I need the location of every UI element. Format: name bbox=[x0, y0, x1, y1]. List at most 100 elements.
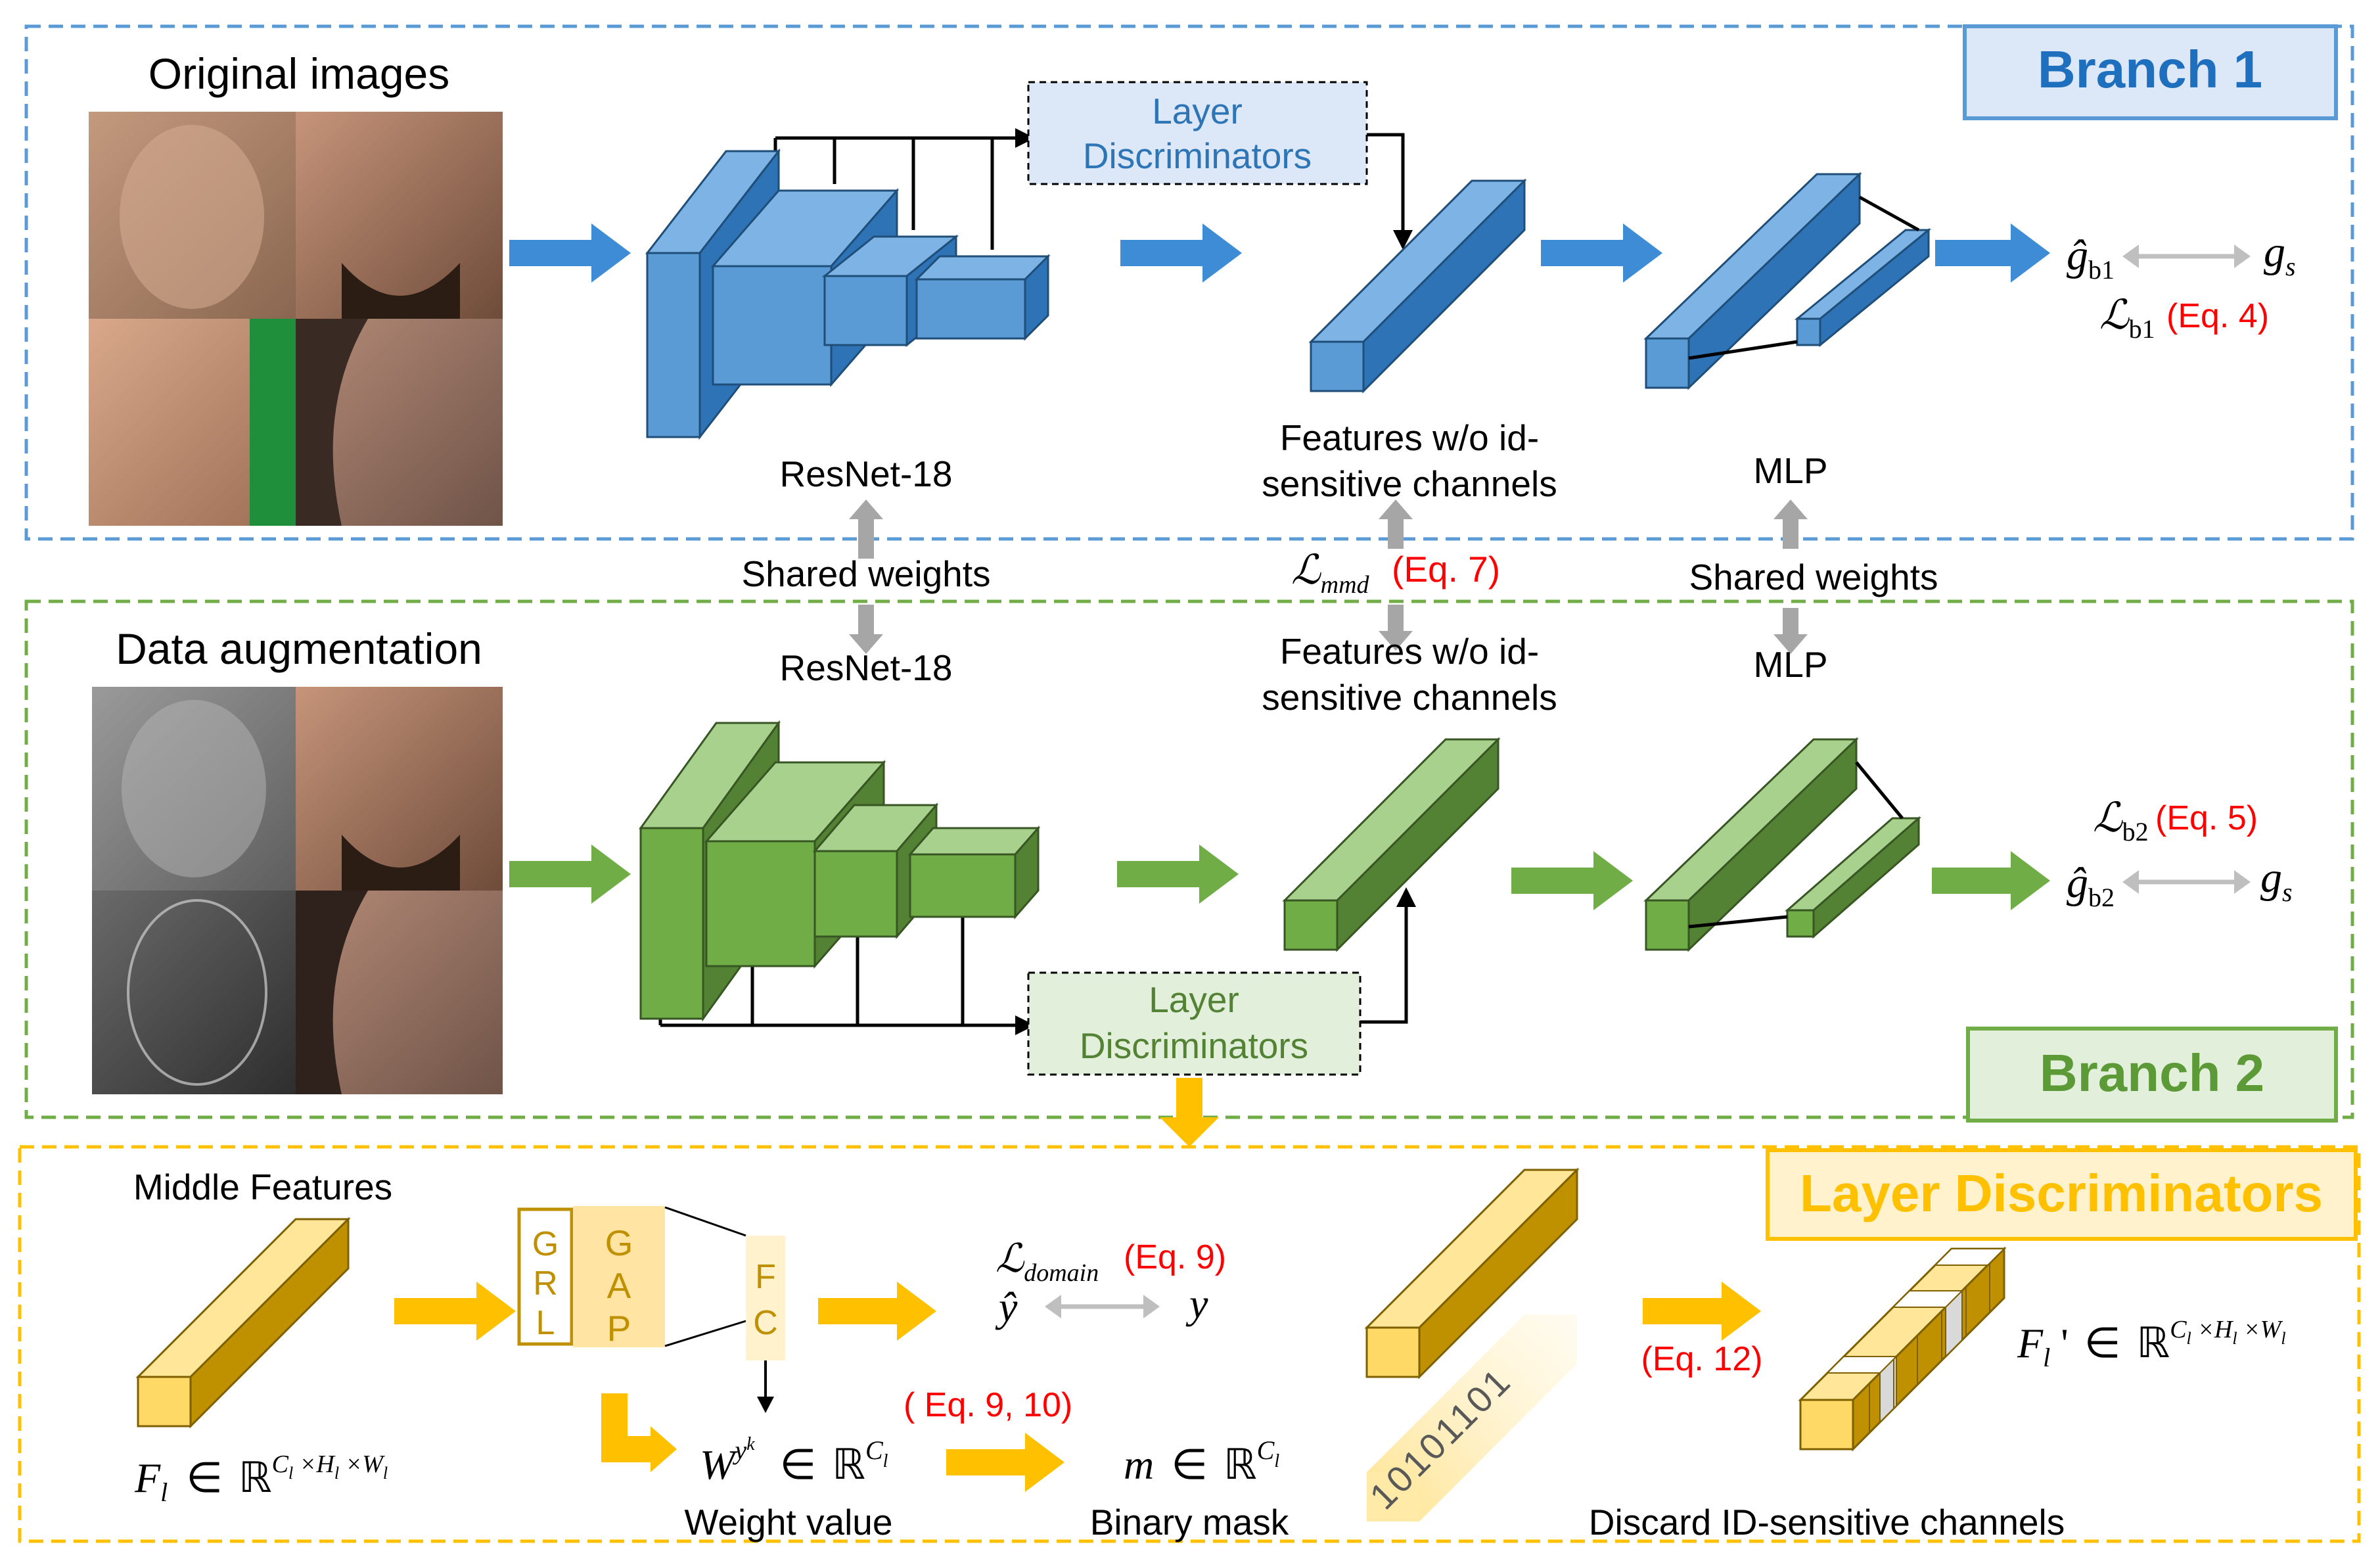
branch2-images-label: Data augmentation bbox=[116, 624, 482, 673]
loss-sub: b2 bbox=[2122, 817, 2149, 847]
discard-arrow: (Eq. 12) bbox=[1641, 1282, 1762, 1378]
flp-exp-mid1: ×H bbox=[2191, 1316, 2234, 1343]
branch1-title: Branch 1 bbox=[2038, 40, 2262, 99]
branch1-disc-line1: Layer bbox=[1152, 91, 1243, 131]
svg-text:m ∈ ℝCl: m ∈ ℝCl bbox=[1124, 1435, 1279, 1488]
discard-label: Discard ID-sensitive channels bbox=[1589, 1502, 2065, 1543]
weight-R: ℝ bbox=[832, 1441, 865, 1488]
target-symbol: g bbox=[2260, 854, 2282, 902]
binary-mask-label: Binary mask bbox=[1090, 1502, 1289, 1543]
face-image bbox=[92, 891, 296, 1094]
arrowhead bbox=[1393, 230, 1413, 250]
branch2-title: Branch 2 bbox=[2040, 1044, 2264, 1102]
arrow bbox=[1932, 851, 2050, 910]
arrow bbox=[1935, 223, 2050, 283]
arrow bbox=[818, 1282, 936, 1341]
arrowhead bbox=[1396, 887, 1416, 907]
svg-text:ℒdomain: ℒdomain bbox=[995, 1237, 1099, 1287]
flp-exp-sub2: l bbox=[2232, 1329, 2237, 1348]
arrowhead bbox=[1015, 1015, 1035, 1035]
arrow bbox=[1541, 223, 1662, 283]
weight-in: ∈ bbox=[780, 1441, 817, 1488]
svg-text:gs: gs bbox=[2260, 854, 2293, 907]
branch2-layer-disc-box: Layer Discriminators bbox=[1027, 971, 1362, 1076]
arrow bbox=[1117, 845, 1239, 904]
branch2-disc-line1: Layer bbox=[1149, 979, 1239, 1020]
middle-features-label: Middle Features bbox=[133, 1167, 392, 1207]
elbow-arrow bbox=[601, 1393, 677, 1472]
branch1-layer-disc-box: Layer Discriminators bbox=[1027, 81, 1368, 185]
grl-letter: G bbox=[532, 1225, 559, 1263]
branch2-resnet bbox=[639, 720, 1041, 1035]
flp-in: ∈ bbox=[2084, 1320, 2121, 1366]
gap-block: G A P bbox=[573, 1206, 665, 1349]
branch2-badge: Branch 2 bbox=[1966, 1027, 2338, 1123]
domain-loss: ℒdomain (Eq. 9) ŷ y bbox=[995, 1237, 1226, 1330]
shared-weights-right: Shared weights bbox=[1689, 557, 1938, 597]
branch2-feature-bar bbox=[1282, 737, 1501, 952]
fl-exp-sub3: l bbox=[383, 1464, 388, 1483]
branch1-frame bbox=[24, 24, 2354, 541]
target-symbol: g bbox=[2264, 228, 2285, 276]
branch1-feature-bar bbox=[1308, 178, 1527, 394]
svg-text:ℒb1: ℒb1 bbox=[2099, 293, 2155, 344]
svg-text:ℒb2: ℒb2 bbox=[2093, 796, 2149, 847]
target-sub: s bbox=[2282, 877, 2293, 907]
branch1-resnet bbox=[645, 128, 1051, 440]
loss-symbol: ℒ bbox=[2093, 796, 2123, 841]
gap-letter: A bbox=[607, 1265, 631, 1306]
mmd-symbol: ℒ bbox=[1291, 548, 1321, 593]
weight-formula: Wyk ∈ ℝCl ( Eq. 9, 10) Weight value bbox=[685, 1386, 1073, 1543]
svg-text:Wyk ∈ ℝCl: Wyk ∈ ℝCl bbox=[700, 1412, 888, 1488]
flp-symbol: F bbox=[2017, 1320, 2044, 1366]
face-image bbox=[296, 112, 503, 319]
flp-prime: ' bbox=[2050, 1320, 2069, 1366]
branch1-features-line2: sensitive channels bbox=[1262, 463, 1557, 504]
loss-eq: (Eq. 5) bbox=[2155, 799, 2258, 837]
weight-exp-sub: l bbox=[883, 1451, 888, 1472]
branch2-output: ℒb2 (Eq. 5) ĝb2 gs bbox=[2067, 796, 2293, 912]
mmd-eq: (Eq. 7) bbox=[1392, 549, 1500, 590]
fl-sub: l bbox=[160, 1477, 168, 1507]
fl-in: ∈ bbox=[186, 1454, 223, 1501]
arrow bbox=[946, 1433, 1064, 1492]
gap-letter: G bbox=[605, 1222, 633, 1263]
branch2-face-grid bbox=[92, 687, 503, 1094]
y: y bbox=[1185, 1280, 1208, 1327]
mask-exp: C bbox=[1257, 1435, 1275, 1465]
weight-eq: ( Eq. 9, 10) bbox=[904, 1386, 1072, 1424]
mask-in: ∈ bbox=[1171, 1441, 1208, 1488]
fl-formula: Fl ∈ ℝCl ×Hl ×Wl bbox=[134, 1451, 388, 1507]
weight-sup-sup: k bbox=[746, 1434, 755, 1454]
domain-eq: (Eq. 9) bbox=[1124, 1238, 1226, 1276]
mask-exp-sub: l bbox=[1274, 1451, 1279, 1472]
arrow bbox=[509, 223, 631, 283]
masked-feature-bar bbox=[1798, 1246, 2007, 1452]
pred-symbol: ĝ bbox=[2067, 231, 2088, 279]
domain-sub: domain bbox=[1024, 1259, 1099, 1287]
flp-exp-sub1: l bbox=[2187, 1329, 2191, 1348]
arrow bbox=[1120, 223, 1242, 283]
discarded-channel bbox=[1879, 1355, 1897, 1424]
branch2-features-line1: Features w/o id- bbox=[1280, 631, 1539, 672]
branch1-disc-line2: Discriminators bbox=[1083, 135, 1312, 176]
shared-arrows bbox=[849, 499, 1808, 654]
flp-exp-sub3: l bbox=[2281, 1329, 2285, 1348]
flp-sub: l bbox=[2043, 1343, 2050, 1372]
fc-letter: F bbox=[755, 1258, 776, 1296]
flp-R: ℝ bbox=[2137, 1320, 2170, 1366]
middle-feature-bar bbox=[135, 1217, 351, 1429]
connector bbox=[1367, 133, 1405, 233]
fl-exp-sub1: l bbox=[288, 1464, 293, 1483]
flp-formula: Fl ' ∈ ℝCl ×Hl ×Wl bbox=[2017, 1316, 2286, 1372]
svg-text:ĝb2: ĝb2 bbox=[2067, 859, 2115, 912]
branch1-mlp bbox=[1643, 172, 1932, 390]
svg-text:gs: gs bbox=[2264, 228, 2296, 281]
face-image bbox=[296, 687, 503, 891]
arrow bbox=[1511, 851, 1633, 910]
pred-sub: b2 bbox=[2088, 883, 2115, 912]
shared-weights-left: Shared weights bbox=[741, 553, 990, 594]
branch1-mlp-label: MLP bbox=[1753, 450, 1827, 491]
down-arrow bbox=[1160, 1078, 1219, 1147]
mask-formula: m ∈ ℝCl Binary mask bbox=[1090, 1435, 1289, 1543]
